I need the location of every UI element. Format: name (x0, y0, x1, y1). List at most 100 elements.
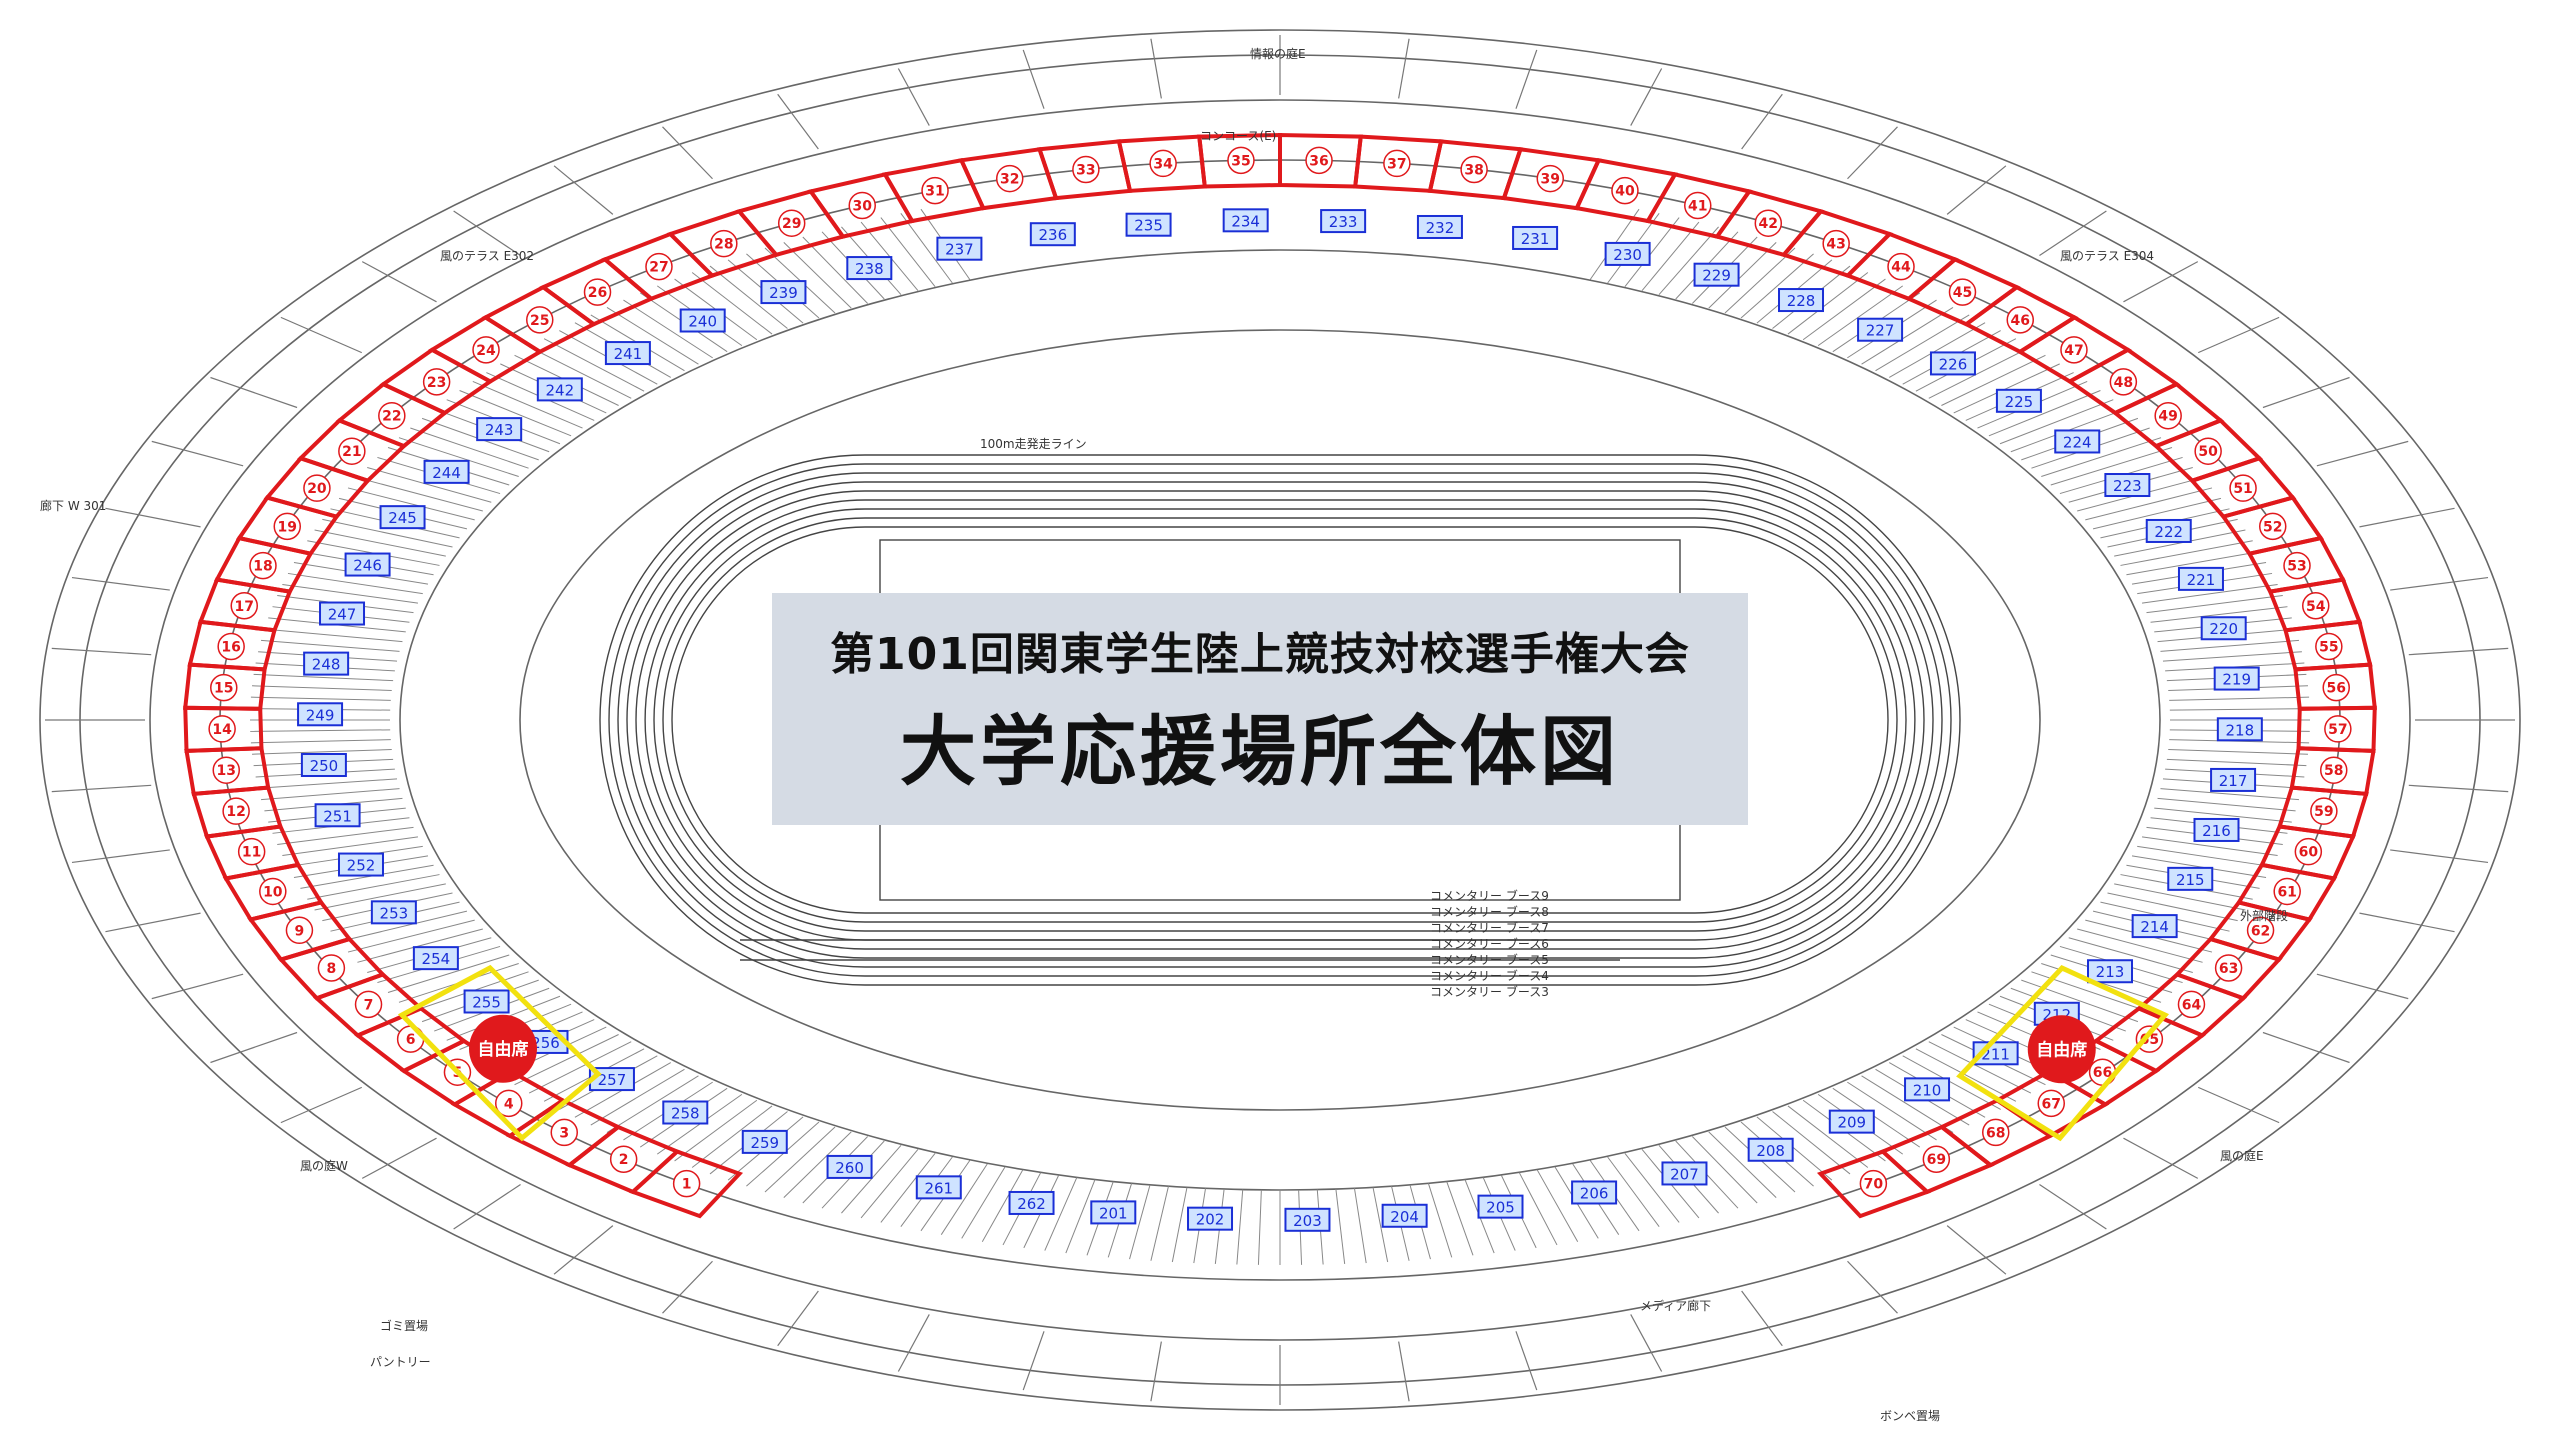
seat-block-number: 257 (598, 1071, 627, 1089)
seat-row-line (314, 883, 446, 911)
area-number: 14 (212, 722, 232, 738)
seat-row-line (1624, 1152, 1680, 1223)
structure-line (2316, 973, 2409, 1000)
area-number-badge (1149, 149, 1177, 178)
free-seat-label: 自由席 (2036, 1039, 2087, 1060)
seat-row-line (1888, 322, 1986, 378)
seat-block-badge (2054, 429, 2101, 454)
area-number: 51 (2233, 481, 2252, 497)
area-number: 54 (2306, 599, 2326, 615)
seat-row-line (880, 217, 936, 288)
seat-block-badge (679, 308, 726, 333)
seat-row-line (2120, 540, 2253, 566)
area-number-badge (1754, 209, 1783, 237)
area-number: 35 (1231, 153, 1250, 169)
seat-row-line (1335, 1189, 1346, 1264)
seat-row-line (261, 639, 400, 652)
area-number-badge (645, 252, 673, 281)
structure-line (2390, 576, 2489, 591)
free-seat-label: 自由席 (478, 1039, 529, 1060)
seat-row-line (2126, 551, 2260, 576)
structure-line (1847, 126, 1898, 180)
area-number: 41 (1688, 199, 1707, 215)
seat-block-badge (2210, 767, 2257, 792)
seat-row-line (2154, 807, 2292, 823)
area-number: 45 (1953, 285, 1972, 301)
area-number-badge (2006, 306, 2034, 334)
seat-row-line (1691, 1136, 1758, 1204)
commentary-booth-label: コメンタリー ブース6 (1430, 936, 1549, 951)
structure-line (151, 440, 244, 467)
event-title: 第101回関東学生陸上競技対校選手権大会 (830, 629, 1690, 680)
seat-block-badge (412, 946, 459, 971)
seat-row-line (1740, 253, 1814, 319)
seat-block-badge (1904, 1077, 1951, 1102)
area-number-badge (1460, 155, 1488, 184)
seat-row-line (459, 390, 572, 437)
seat-row-line (264, 628, 403, 643)
area-number-badge (2319, 756, 2348, 784)
track-lane-line (626, 481, 1934, 959)
area-number: 31 (925, 184, 944, 200)
area-number-badge (249, 551, 277, 580)
area-number: 59 (2314, 804, 2333, 820)
seat-block-badge (1090, 1200, 1137, 1225)
seat-row-line (1915, 1048, 2017, 1102)
seat-row-line (1708, 1131, 1777, 1198)
seat-row-line (2068, 937, 2193, 973)
seat-row-line (2160, 788, 2299, 801)
seat-block-number: 221 (2187, 571, 2216, 589)
area-number-badge (1822, 229, 1850, 258)
area-number-badge (210, 673, 238, 702)
seat-row-line (1928, 1041, 2032, 1094)
seat-row-line (1832, 1087, 1921, 1148)
seat-row-line (606, 1075, 699, 1133)
area-number: 55 (2319, 639, 2338, 655)
seat-block-number: 225 (2005, 393, 2034, 411)
seat-block-badge (1995, 388, 2042, 413)
area-number: 33 (1076, 163, 1095, 179)
area-number: 25 (530, 313, 549, 329)
area-number: 61 (2277, 884, 2296, 900)
seat-block-number: 208 (1756, 1142, 1785, 1160)
area-number: 46 (2011, 313, 2030, 329)
seat-row-line (2107, 892, 2238, 922)
structure-line (662, 126, 713, 180)
seat-block-badge (476, 417, 523, 442)
seat-block-badge (936, 236, 983, 261)
structure-line (71, 576, 170, 591)
area-number: 24 (476, 343, 496, 359)
seat-row-line (1257, 1189, 1262, 1265)
area-number: 64 (2182, 997, 2202, 1013)
area-number: 70 (1864, 1177, 1884, 1193)
seat-row-line (2141, 836, 2278, 857)
seat-row-line (1129, 1184, 1151, 1260)
seat-row-line (1658, 226, 1719, 296)
seat-block-number: 215 (2176, 871, 2205, 889)
seat-row-line (357, 477, 483, 512)
area-number: 48 (2114, 375, 2133, 391)
seat-row-line (1953, 363, 2060, 414)
seat-row-line (347, 919, 475, 953)
track-lane-line (599, 454, 1961, 986)
seat-block-badge (297, 702, 344, 727)
seat-row-line (253, 673, 394, 682)
seat-row-line (282, 583, 419, 604)
pantry-label: パントリー (370, 1355, 431, 1369)
structure-line (897, 68, 930, 126)
seat-block-number: 250 (310, 757, 339, 775)
structure-line (1630, 1314, 1663, 1372)
seat-block-badge (2087, 959, 2134, 984)
seat-row-line (252, 685, 392, 691)
area-number-badge (1981, 1118, 2010, 1147)
seat-row-line (783, 1131, 852, 1198)
seat-row-line (841, 1144, 902, 1214)
seat-block-number: 248 (312, 656, 341, 674)
seat-block-badge (826, 1154, 873, 1179)
seat-row-line (543, 338, 645, 392)
seat-row-line (282, 836, 419, 857)
area-number-badge (2177, 990, 2206, 1019)
area-number: 38 (1464, 163, 1483, 179)
